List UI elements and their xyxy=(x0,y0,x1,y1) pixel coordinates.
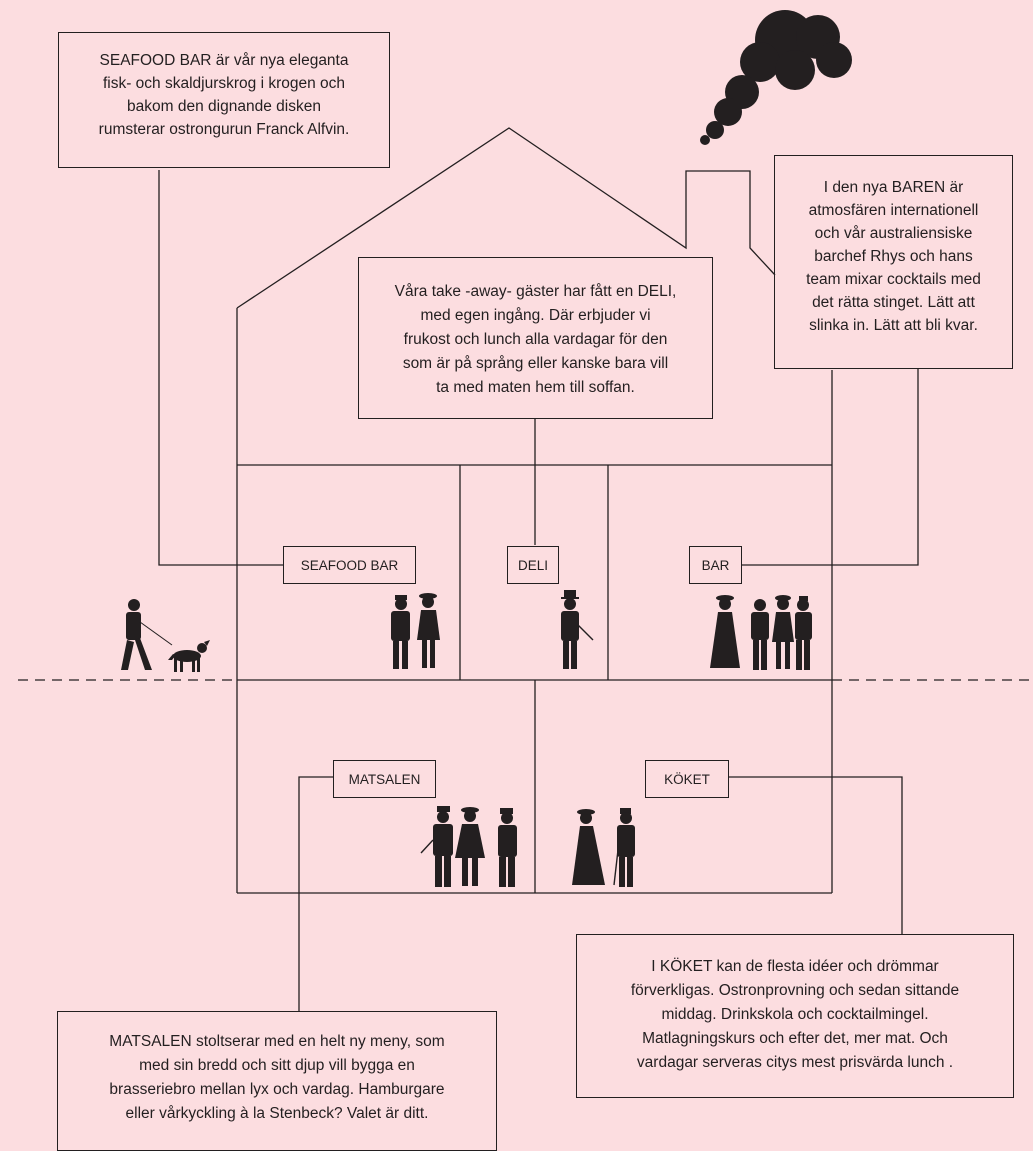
text-line: med sin bredd och sitt djup vill bygga e… xyxy=(139,1057,415,1074)
connector-seafood xyxy=(158,170,283,566)
info-box-matsalen: MATSALEN stoltserar med en helt ny meny,… xyxy=(57,1011,497,1151)
text-line: eller vårkyckling à la Stenbeck? Valet ä… xyxy=(125,1105,429,1122)
text-line: barchef Rhys och hans xyxy=(814,248,973,265)
room-label-deli: DELI xyxy=(507,546,559,584)
info-box-koket: I KÖKET kan de flesta idéer och drömmar … xyxy=(576,934,1014,1098)
room-label-koket: KÖKET xyxy=(645,760,729,798)
text-line: I den nya BAREN är xyxy=(823,179,964,196)
dining-group-silhouette-icon xyxy=(420,806,517,887)
smoke-cloud-icon xyxy=(700,10,852,145)
text-line: fisk- och skaldjurskrog i krogen och xyxy=(102,75,346,92)
info-box-deli: Våra take -away- gäster har fått en DELI… xyxy=(358,257,713,419)
text-line: bakom den dignande disken xyxy=(127,98,321,115)
text-line: det rätta stinget. Lätt att xyxy=(812,294,975,311)
text-line: rumsterar ostrongurun Franck Alfvin. xyxy=(98,121,350,138)
connector-matsalen xyxy=(298,776,333,1011)
kitchen-couple-silhouette-icon xyxy=(572,808,635,887)
couple-silhouette-icon xyxy=(391,593,440,669)
room-label-matsalen: MATSALEN xyxy=(333,760,436,798)
text-line: slinka in. Lätt att bli kvar. xyxy=(809,317,978,334)
text-line: med egen ingång. Där erbjuder vi xyxy=(420,307,651,324)
gentleman-with-cane-icon xyxy=(561,590,594,669)
connector-koket xyxy=(729,776,903,934)
roof-outline xyxy=(236,127,776,309)
dog-icon xyxy=(168,640,210,672)
room-label-seafood-bar: SEAFOOD BAR xyxy=(283,546,416,584)
text-line: I KÖKET kan de flesta idéer och drömmar xyxy=(651,958,939,975)
bar-group-silhouette-icon xyxy=(710,595,812,670)
silhouettes xyxy=(121,590,812,887)
text-line: team mixar cocktails med xyxy=(806,271,981,288)
info-box-seafood: SEAFOOD BAR är vår nya eleganta fisk- oc… xyxy=(58,32,390,168)
text-line: och vår australiensiske xyxy=(814,225,973,242)
text-line: middag. Drinkskola och cocktailmingel. xyxy=(661,1006,929,1023)
text-line: vardagar serveras citys mest prisvärda l… xyxy=(636,1054,954,1071)
text-line: brasseriebro mellan lyx och vardag. Hamb… xyxy=(109,1081,445,1098)
connector-bar xyxy=(742,368,919,566)
room-label-bar: BAR xyxy=(689,546,742,584)
text-line: SEAFOOD BAR är vår nya eleganta xyxy=(99,52,349,69)
text-line: som är på språng eller kanske bara vill xyxy=(402,355,669,372)
info-box-bar: I den nya BAREN är atmosfären internatio… xyxy=(774,155,1013,369)
text-line: Våra take -away- gäster har fått en DELI… xyxy=(394,283,677,300)
text-line: frukost och lunch alla vardagar för den xyxy=(403,331,668,348)
man-walking-dog-icon xyxy=(121,599,173,670)
text-line: MATSALEN stoltserar med en helt ny meny,… xyxy=(109,1033,445,1050)
text-line: Matlagningskurs och efter det, mer mat. … xyxy=(642,1030,948,1047)
text-line: atmosfären internationell xyxy=(808,202,979,219)
text-line: ta med maten hem till soffan. xyxy=(436,379,635,396)
text-line: förverkligas. Ostronprovning och sedan s… xyxy=(630,982,960,999)
